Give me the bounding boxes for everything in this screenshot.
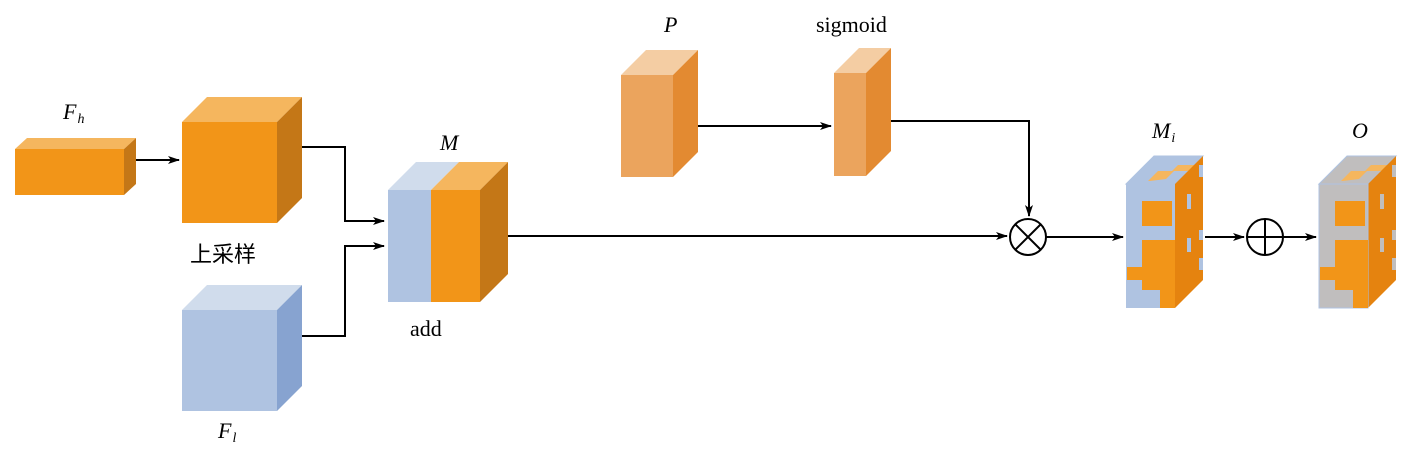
tensor-p xyxy=(621,50,698,177)
tensor-sigmoid xyxy=(834,48,891,176)
edge-upsample-to-m xyxy=(302,146,385,225)
label-m: M xyxy=(439,130,460,155)
edge-fl-to-m xyxy=(302,242,385,337)
label-sigmoid: sigmoid xyxy=(816,12,887,37)
tensor-mi xyxy=(1124,155,1205,308)
tensor-fl xyxy=(182,285,302,411)
label-mi: Mi xyxy=(1151,118,1175,146)
tensor-m xyxy=(388,162,508,302)
label-fh: Fh xyxy=(62,99,84,127)
label-upsample: 上采样 xyxy=(190,242,256,267)
label-o: O xyxy=(1352,118,1368,143)
label-p: P xyxy=(663,12,677,37)
add-operator-icon xyxy=(1246,218,1284,256)
label-fl: Fl xyxy=(217,418,236,446)
label-add: add xyxy=(410,316,442,341)
tensor-upsampled xyxy=(182,97,302,223)
multiply-operator-icon xyxy=(1009,218,1047,256)
edge-sigmoid-to-multiply xyxy=(891,120,1033,217)
tensor-fh xyxy=(15,138,136,195)
tensor-o xyxy=(1317,155,1398,309)
